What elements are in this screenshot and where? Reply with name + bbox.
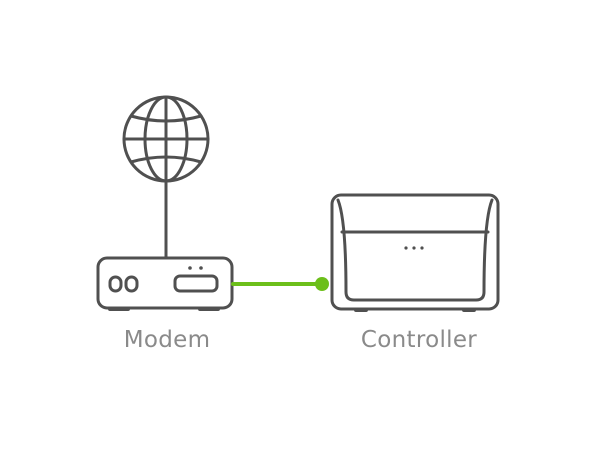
modem-label: Modem bbox=[123, 327, 211, 353]
controller-label: Controller bbox=[360, 327, 478, 353]
globe-icon bbox=[122, 95, 210, 183]
modem-icon bbox=[96, 256, 234, 311]
controller-icon bbox=[330, 193, 500, 312]
modem-controller-link bbox=[231, 277, 329, 291]
link-endpoint-dot bbox=[315, 277, 329, 291]
